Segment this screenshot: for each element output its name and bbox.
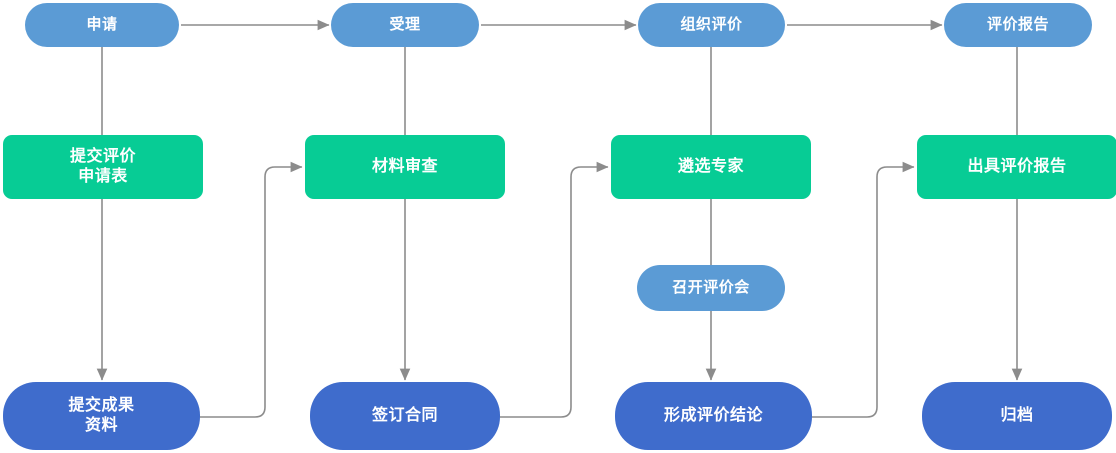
node-select-experts[interactable]: 遴选专家 <box>611 135 811 199</box>
node-archive[interactable]: 归档 <box>922 382 1112 450</box>
edge-contract-to-select-experts <box>500 161 609 418</box>
node-submit-application-form-label: 提交评价 申请表 <box>69 147 136 185</box>
node-organize-evaluation[interactable]: 组织评价 <box>638 3 785 47</box>
node-form-evaluation-conclusion[interactable]: 形成评价结论 <box>615 382 812 450</box>
edge-results-to-material-review <box>200 161 303 418</box>
node-accept[interactable]: 受理 <box>331 3 479 47</box>
node-submit-application-form[interactable]: 提交评价 申请表 <box>3 135 203 199</box>
node-issue-evaluation-report-label: 出具评价报告 <box>967 157 1067 175</box>
node-material-review[interactable]: 材料审查 <box>305 135 505 199</box>
node-apply[interactable]: 申请 <box>25 3 179 47</box>
node-evaluation-report-label: 评价报告 <box>986 16 1049 34</box>
node-hold-evaluation-meeting-label: 召开评价会 <box>672 279 750 297</box>
node-sign-contract[interactable]: 签订合同 <box>310 382 500 450</box>
node-apply-label: 申请 <box>86 16 118 34</box>
node-form-evaluation-conclusion-label: 形成评价结论 <box>663 406 763 424</box>
node-organize-evaluation-label: 组织评价 <box>680 16 743 34</box>
node-material-review-label: 材料审查 <box>371 157 438 175</box>
node-sign-contract-label: 签订合同 <box>371 406 438 424</box>
node-accept-label: 受理 <box>389 16 421 34</box>
node-archive-label: 归档 <box>1000 406 1034 424</box>
node-hold-evaluation-meeting[interactable]: 召开评价会 <box>637 265 785 311</box>
node-evaluation-report[interactable]: 评价报告 <box>944 3 1092 47</box>
node-submit-results-materials-label: 提交成果 资料 <box>68 396 135 434</box>
edge-conclusion-to-issue-report <box>812 161 915 418</box>
node-issue-evaluation-report[interactable]: 出具评价报告 <box>917 135 1116 199</box>
node-select-experts-label: 遴选专家 <box>677 157 744 175</box>
node-submit-results-materials[interactable]: 提交成果 资料 <box>3 382 200 450</box>
